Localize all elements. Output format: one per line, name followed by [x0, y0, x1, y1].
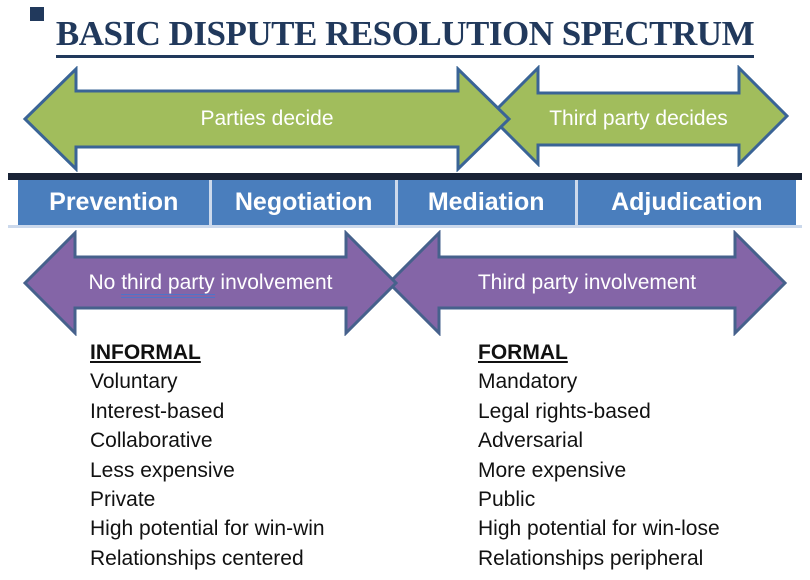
- label-prefix: No: [88, 271, 122, 294]
- list-item: Relationships peripheral: [478, 546, 704, 570]
- list-item: Less expensive: [90, 458, 235, 482]
- bar-top-line: [8, 173, 802, 180]
- title-row: BASIC DISPUTE RESOLUTION SPECTRUM: [0, 15, 810, 58]
- double-arrow-icon: [22, 66, 512, 172]
- third-party-involvement-arrow: Third party involvement: [386, 230, 788, 336]
- list-item: Mandatory: [478, 370, 578, 394]
- no-third-party-involvement-arrow: No third party involvement: [22, 230, 399, 336]
- list-item: High potential for win-win: [90, 517, 325, 541]
- list-item: High potential for win-lose: [478, 517, 720, 541]
- bar-segment-adjudication: Adjudication: [574, 180, 796, 225]
- list-item: Collaborative: [90, 429, 213, 453]
- bar-bottom-line: [8, 225, 802, 228]
- parties-decide-arrow: Parties decide: [22, 66, 512, 172]
- no-third-party-involvement-label: No third party involvement: [22, 268, 399, 298]
- parties-decide-label: Parties decide: [200, 107, 334, 130]
- bar-segment-prevention: Prevention: [49, 188, 179, 216]
- double-arrow-icon: [487, 65, 790, 167]
- list-item: More expensive: [478, 458, 627, 482]
- list-item: Legal rights-based: [478, 399, 651, 423]
- bar-segment-negotiation: Negotiation: [209, 180, 394, 225]
- list-item: Public: [478, 488, 536, 512]
- informal-column: INFORMAL Voluntary Interest-based Collab…: [90, 338, 325, 573]
- list-item: Private: [90, 488, 156, 512]
- formal-heading: FORMAL: [478, 341, 568, 364]
- double-arrow-icon: [386, 230, 788, 336]
- list-item: Interest-based: [90, 399, 225, 423]
- list-item: Relationships centered: [90, 546, 304, 570]
- list-item: Voluntary: [90, 370, 178, 394]
- third-party-decides-arrow: Third party decides: [487, 65, 790, 167]
- informal-heading: INFORMAL: [90, 341, 201, 364]
- bar-segment-mediation: Mediation: [394, 180, 575, 225]
- list-item: Adversarial: [478, 429, 584, 453]
- double-arrow-icon: [22, 230, 399, 336]
- formal-column: FORMAL Mandatory Legal rights-based Adve…: [478, 338, 720, 573]
- spectrum-bar: Prevention Negotiation Mediation Adjudic…: [18, 180, 796, 225]
- third-party-decides-label: Third party decides: [549, 107, 728, 130]
- third-party-involvement-label: Third party involvement: [477, 271, 697, 294]
- label-suffix: involvement: [214, 271, 333, 294]
- corner-mark: [30, 7, 44, 21]
- page-title: BASIC DISPUTE RESOLUTION SPECTRUM: [55, 15, 755, 58]
- label-underlined-words: third party: [121, 271, 215, 298]
